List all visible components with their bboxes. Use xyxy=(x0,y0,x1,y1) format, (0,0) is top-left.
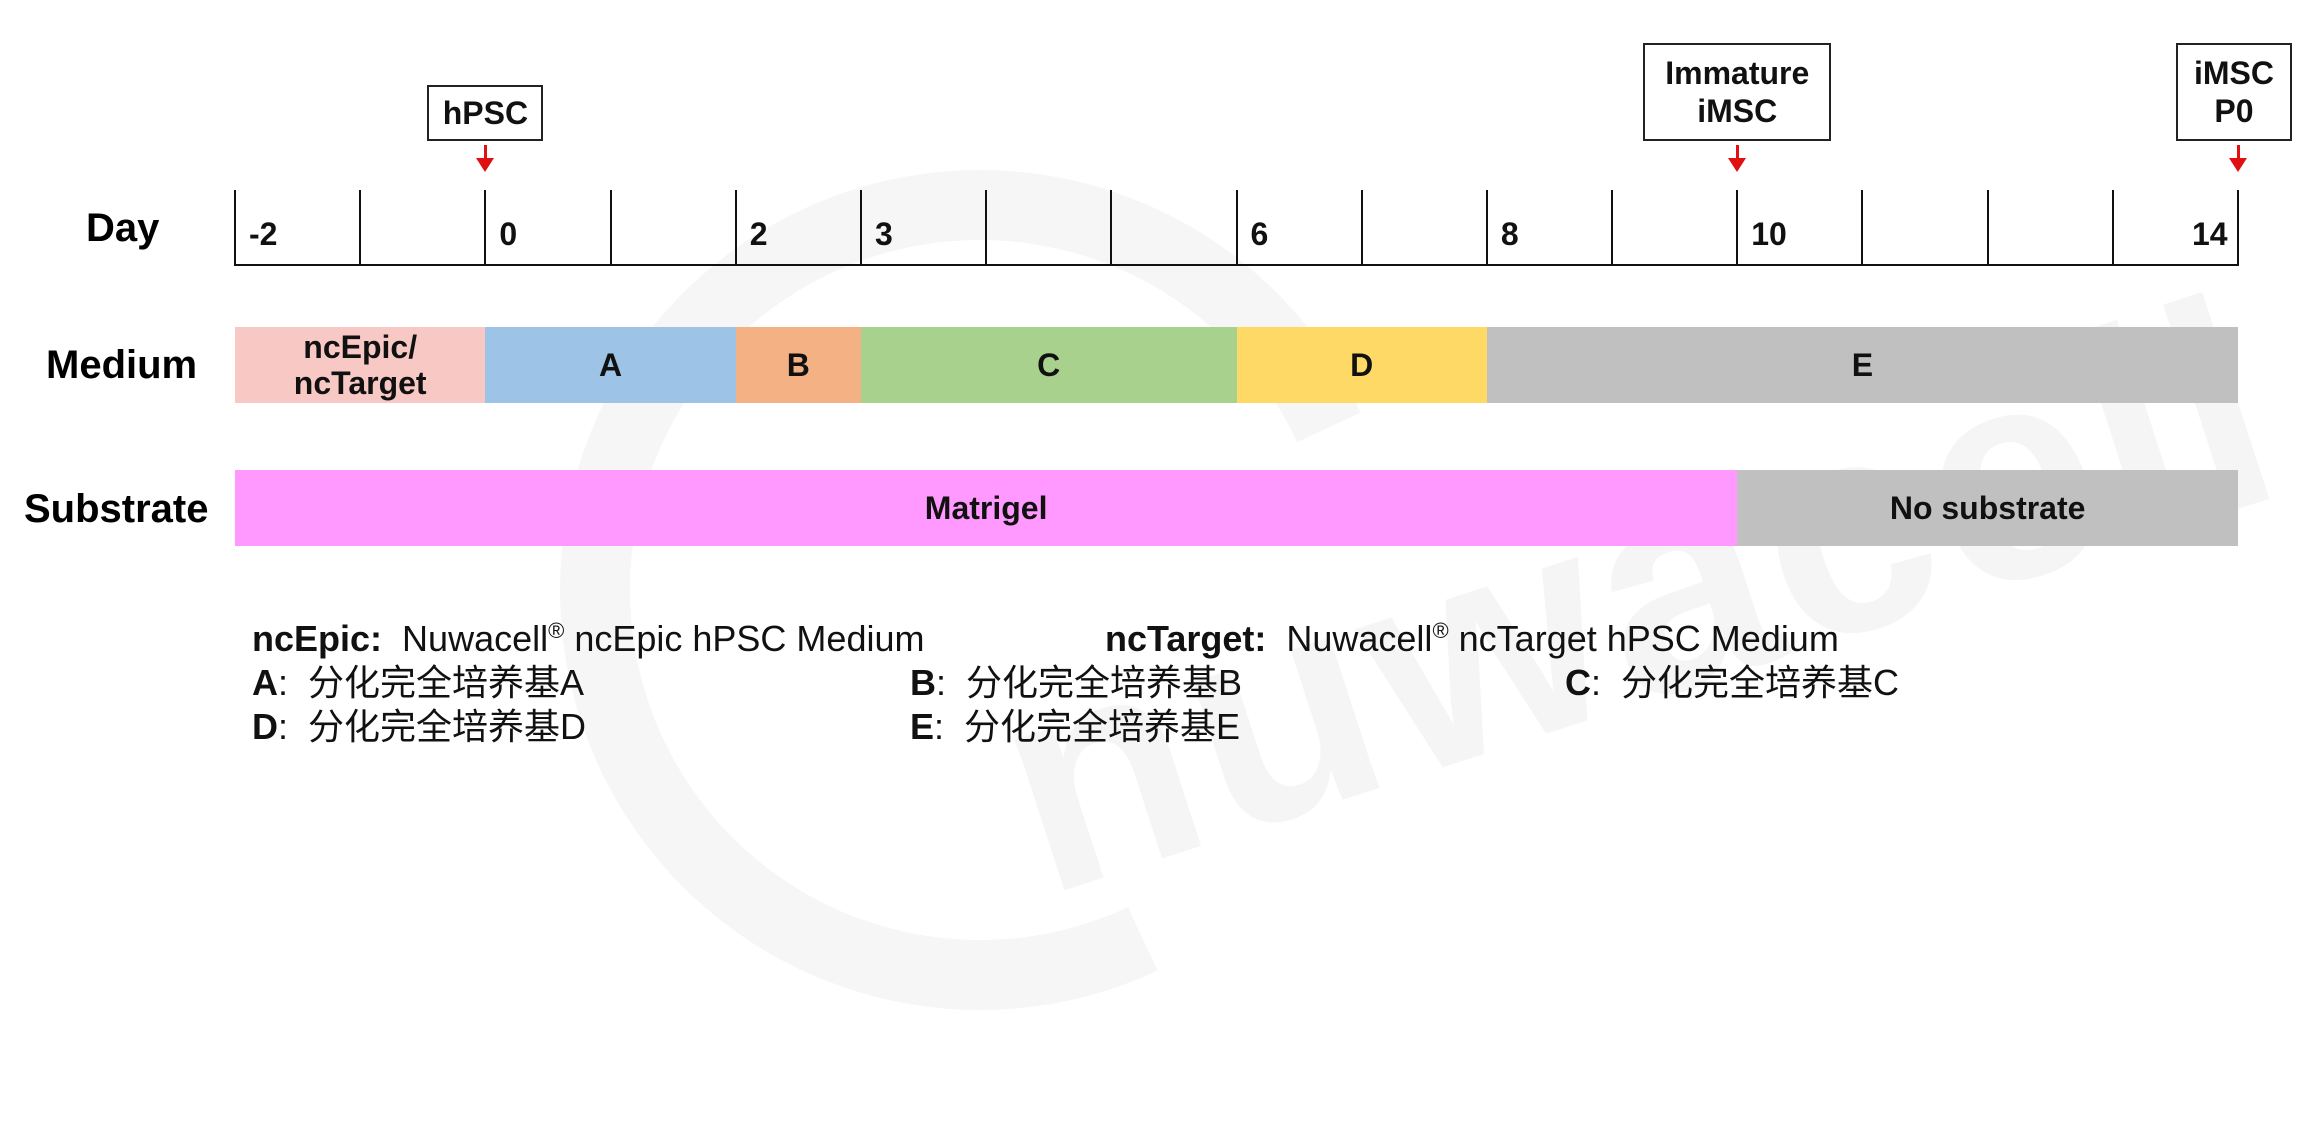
day-tick xyxy=(1736,190,1739,266)
row-label-medium: Medium xyxy=(46,343,198,387)
substrate-segment-label: Matrigel xyxy=(924,490,1048,526)
day-tick xyxy=(985,190,988,266)
medium-segment: E xyxy=(1486,327,2238,403)
day-tick xyxy=(1235,190,1238,266)
day-tick-label: 3 xyxy=(874,216,893,252)
day-tick xyxy=(1861,190,1864,266)
milestone-callout: hPSC xyxy=(427,85,544,141)
day-tick xyxy=(2237,190,2239,266)
milestone-label: iMSC xyxy=(1697,93,1778,129)
day-tick-label: 14 xyxy=(2192,216,2228,252)
legend-item-b: B: 分化完全培养基B xyxy=(910,662,1243,703)
day-tick-label: 10 xyxy=(1751,216,1787,252)
watermark-logo-ring xyxy=(442,52,1519,1128)
medium-segment-label: ncEpic/ xyxy=(303,329,418,365)
medium-segment-label: A xyxy=(599,347,623,383)
medium-segment-label: E xyxy=(1851,347,1874,383)
day-tick xyxy=(609,190,612,266)
day-tick xyxy=(1986,190,1989,266)
medium-segment: D xyxy=(1236,327,1487,403)
medium-segment-label: ncTarget xyxy=(293,365,427,401)
down-arrow-icon xyxy=(2229,158,2247,172)
day-tick xyxy=(2111,190,2114,266)
substrate-segment-label: No substrate xyxy=(1889,490,2086,526)
day-tick-label: 0 xyxy=(499,216,518,252)
day-tick-label: 6 xyxy=(1250,216,1269,252)
legend-item-nctarget: ncTarget: Nuwacell® ncTarget hPSC Medium xyxy=(1105,618,1839,659)
legend-item-d: D: 分化完全培养基D xyxy=(252,706,587,747)
timeline-diagram: nuwacell 出盛溯源 Day Medium Substrate -2023… xyxy=(24,0,2297,958)
day-tick xyxy=(234,190,236,266)
down-arrow-icon xyxy=(1728,158,1747,172)
milestone-label: P0 xyxy=(2214,93,2254,129)
milestone-label: hPSC xyxy=(442,95,529,131)
arrow-shaft xyxy=(2236,145,2240,162)
medium-segment-label: B xyxy=(786,347,810,383)
day-tick-label: 2 xyxy=(749,216,768,252)
row-label-substrate: Substrate xyxy=(24,487,209,531)
medium-segment: B xyxy=(735,327,861,403)
row-label-day: Day xyxy=(86,206,160,250)
arrow-shaft xyxy=(1735,145,1739,162)
legend-item-c: C: 分化完全培养基C xyxy=(1565,662,1900,703)
day-tick xyxy=(1611,190,1614,266)
substrate-segment: Matrigel xyxy=(235,470,1738,546)
medium-segment: A xyxy=(485,327,736,403)
day-tick xyxy=(1360,190,1363,266)
day-tick xyxy=(859,190,862,266)
substrate-segment: No substrate xyxy=(1737,470,2238,546)
medium-segment-label: C xyxy=(1037,347,1061,383)
medium-segment: C xyxy=(860,327,1237,403)
legend-item-ncepic: ncEpic: Nuwacell® ncEpic hPSC Medium xyxy=(252,618,925,659)
medium-segment: ncEpic/ncTarget xyxy=(235,327,486,403)
arrow-shaft xyxy=(483,145,487,162)
milestone-label: Immature xyxy=(1665,55,1810,91)
day-tick xyxy=(1110,190,1113,266)
day-tick-label: 8 xyxy=(1500,216,1519,252)
day-tick xyxy=(484,190,487,266)
day-tick xyxy=(1485,190,1488,266)
legend-item-e: E: 分化完全培养基E xyxy=(910,706,1241,747)
day-tick xyxy=(359,190,362,266)
day-tick xyxy=(734,190,737,266)
down-arrow-icon xyxy=(476,158,495,172)
medium-segment-label: D xyxy=(1350,347,1374,383)
legend-item-a: A: 分化完全培养基A xyxy=(252,662,585,703)
milestone-label: iMSC xyxy=(2194,55,2274,91)
day-tick-label: -2 xyxy=(249,216,278,252)
